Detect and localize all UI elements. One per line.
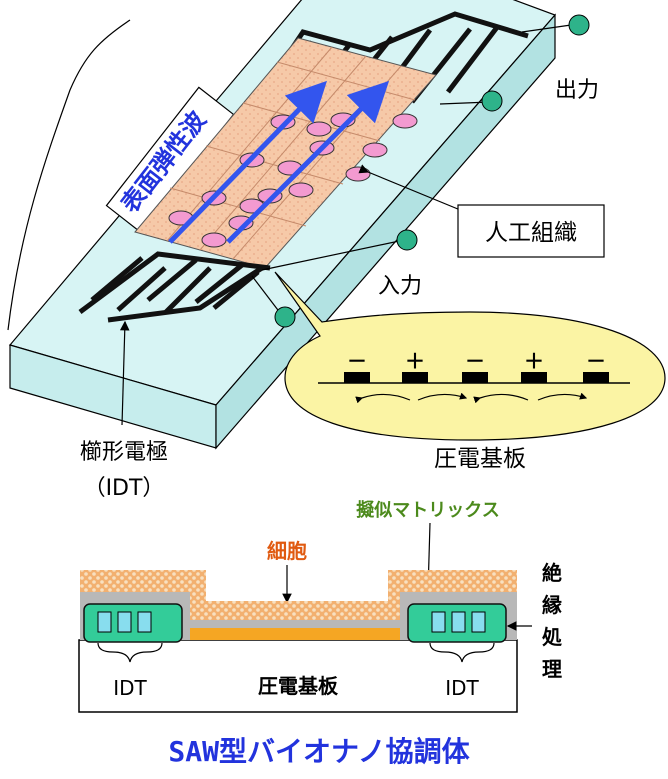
cross-substrate-label: 圧電基板 (258, 674, 339, 698)
insulation-char-3: 処 (542, 625, 563, 649)
right-idt-fingers (431, 611, 486, 633)
field-arcs (355, 392, 588, 404)
output-label: 出力 (555, 78, 599, 103)
output-terminal-top (568, 14, 590, 36)
matrix-label: 擬似マトリックス (356, 499, 499, 521)
idt-label-line1: 櫛形電極 (80, 440, 168, 465)
input-terminal-top (396, 229, 418, 251)
input-idt-electrode (78, 251, 271, 323)
sign-4: ＋ (524, 349, 544, 373)
insulation-center (190, 628, 400, 640)
guide-curve-line (7, 19, 131, 331)
right-idt-label: IDT (445, 676, 479, 700)
sign-5: － (586, 349, 606, 373)
sign-1: － (347, 349, 367, 373)
sign-2: ＋ (405, 349, 425, 373)
left-idt-brace (97, 642, 163, 663)
electrode-blocks (344, 372, 609, 383)
tissue-label: 人工組織 (485, 220, 577, 246)
input-label: 入力 (378, 274, 422, 299)
caption: SAW型バイオナノ協調体 (168, 735, 470, 768)
substrate-side-face (215, 13, 556, 450)
cell-label: 細胞 (267, 539, 307, 563)
sign-3: － (465, 349, 485, 373)
tissue-pointer-line (358, 164, 471, 215)
insulation-char-2: 縁 (542, 593, 562, 617)
left-idt-label: IDT (113, 676, 147, 700)
callout-bubble (274, 271, 666, 441)
left-idt-fingers (97, 611, 152, 633)
idt-pointer-line (119, 320, 130, 426)
input-terminal-bottom (274, 306, 296, 328)
insulation-char-1: 絶 (542, 561, 562, 585)
insulation-char-4: 理 (542, 657, 562, 681)
output-terminal-bottom (481, 90, 503, 112)
wave-arrows (168, 80, 390, 244)
right-idt-brace (429, 642, 495, 663)
tissue-label-box (457, 204, 605, 258)
idt-label-line2: （IDT） (84, 476, 165, 501)
callout-substrate-label: 圧電基板 (434, 446, 526, 472)
